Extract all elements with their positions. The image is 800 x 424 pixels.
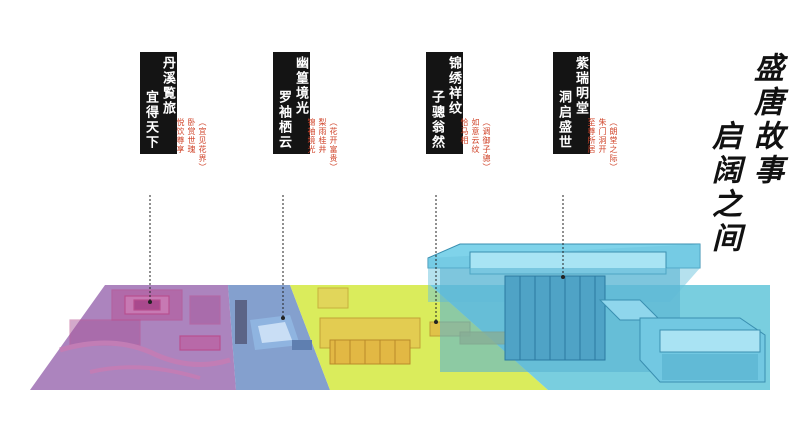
- section-2-note: （花开富贵） 梨雨桂井 锦袖境光: [307, 118, 338, 172]
- section-3-subtitle: 子骢翁然: [429, 90, 444, 150]
- section-1-note: （宜见花界） 卧赏世瑰 悦饮尊享: [176, 118, 207, 172]
- section-1-subtitle: 宜得天下: [143, 90, 158, 150]
- section-2-note-3: 锦袖境光: [307, 118, 316, 154]
- section-3-note-3: 恰马相: [460, 118, 469, 145]
- section-1-note-3: 悦饮尊享: [176, 118, 185, 154]
- leader-lines: [149, 195, 564, 322]
- section-3-note-1: （调御子骢）: [482, 118, 491, 172]
- section-3-banner: 锦绣祥纹 子骢翁然: [426, 52, 463, 154]
- section-4-note: （朗堂之际） 朱门洞开 至尊所居: [587, 118, 618, 172]
- section-4-banner: 紫瑞明堂 洞启盛世: [553, 52, 590, 154]
- section-3-note-2: 如意云纹: [471, 118, 480, 154]
- section-4-subtitle: 洞启盛世: [556, 90, 571, 150]
- section-4-title: 紫瑞明堂: [573, 56, 588, 116]
- section-1-title: 丹溪覧旅: [160, 56, 175, 116]
- section-1-banner: 丹溪覧旅 宜得天下: [140, 52, 177, 154]
- section-2-subtitle: 罗袖栖云: [276, 90, 291, 150]
- section-2-note-2: 梨雨桂井: [318, 118, 327, 154]
- blue-zone-structures: [235, 300, 312, 350]
- section-3-title: 锦绣祥纹: [446, 56, 461, 116]
- leader-dots: [148, 275, 565, 324]
- section-1-note-2: 卧赏世瑰: [187, 118, 196, 154]
- section-2-banner: 幽篁境光 罗袖栖云: [273, 52, 310, 154]
- section-3-note: （调御子骢） 如意云纹 恰马相: [460, 118, 491, 172]
- slogan-line-2: 启阔之间: [706, 120, 741, 256]
- section-1-note-1: （宜见花界）: [198, 118, 207, 172]
- section-2-note-1: （花开富贵）: [329, 118, 338, 172]
- purple-zone-structures: [59, 289, 231, 380]
- section-4-note-2: 朱门洞开: [598, 118, 607, 154]
- section-2-title: 幽篁境光: [293, 56, 308, 116]
- section-4-note-1: （朗堂之际）: [609, 118, 618, 172]
- main-hall-building: [427, 243, 766, 383]
- slogan-line-1: 盛唐故事: [748, 52, 783, 188]
- section-4-note-3: 至尊所居: [587, 118, 596, 154]
